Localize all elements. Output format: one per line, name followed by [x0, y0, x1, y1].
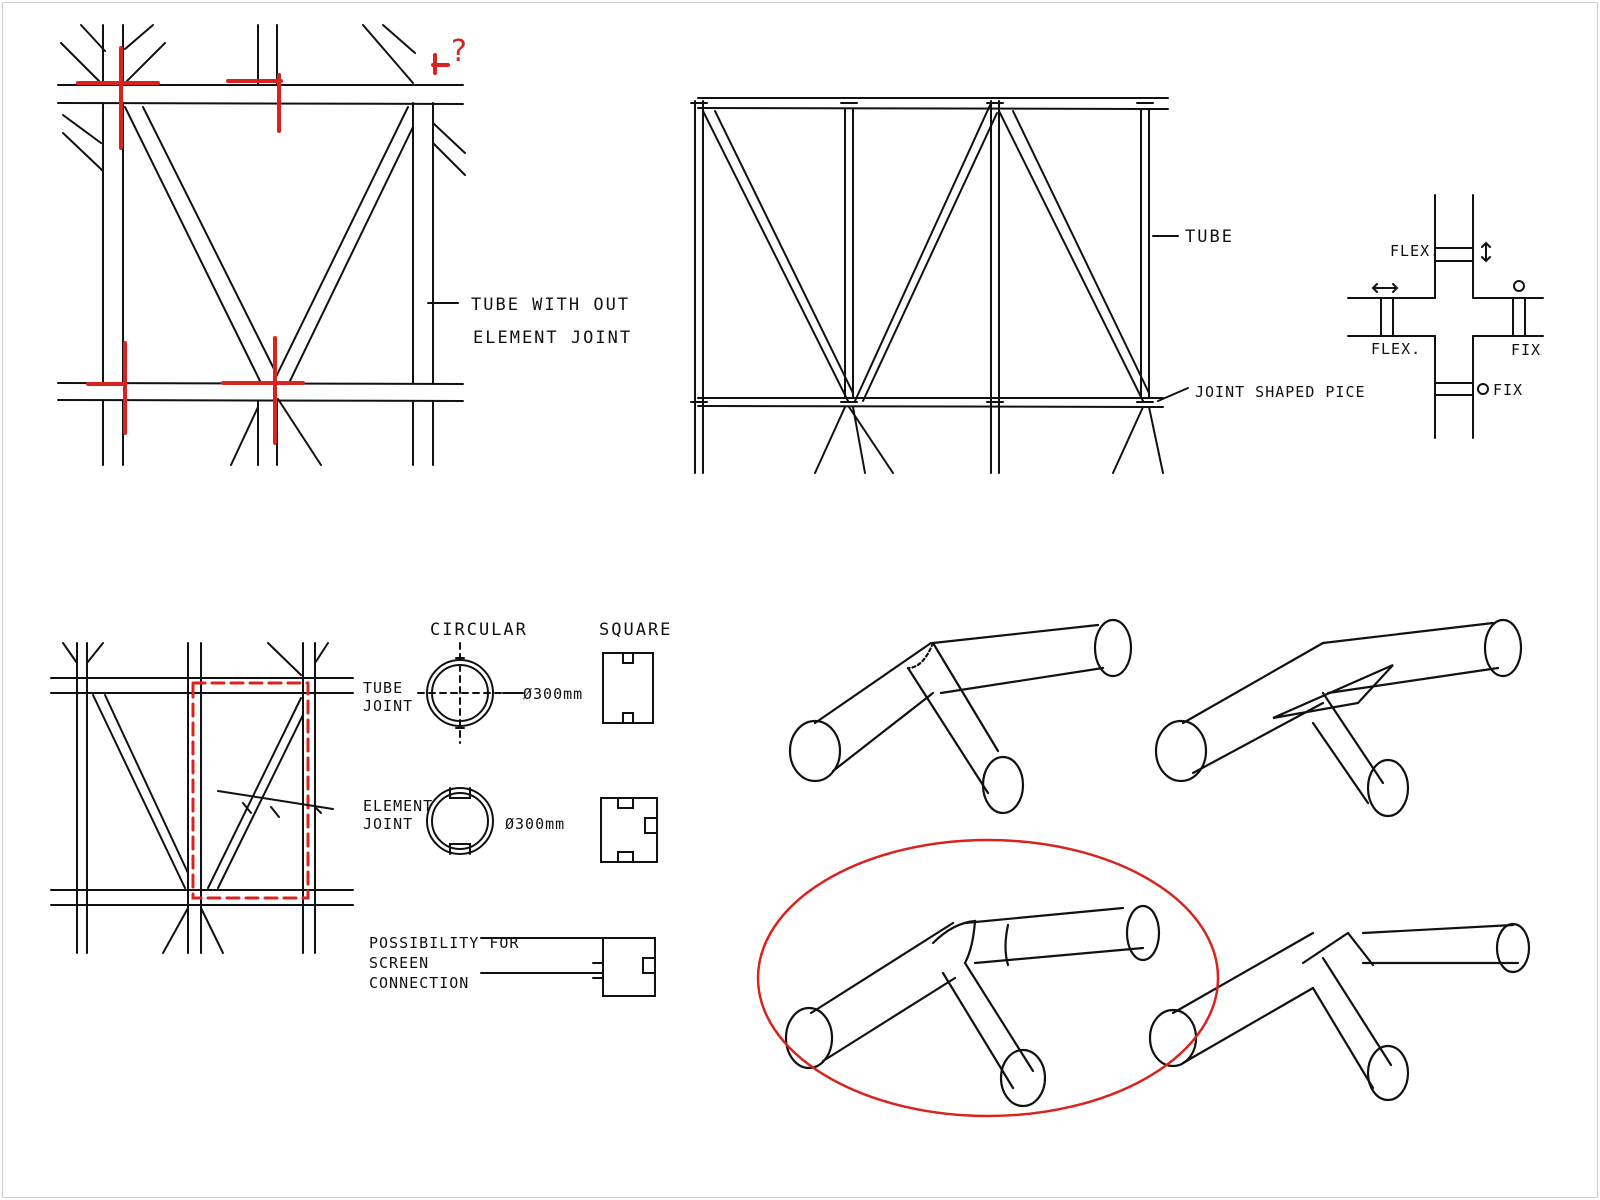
label-tube-joint-2: JOINT — [363, 697, 413, 715]
label-dia-element: Ø300mm — [505, 815, 565, 833]
sketch-flex-fix-joint: FLEX. FLEX. FIX FIX — [1347, 194, 1544, 439]
label-flex-bottom: FLEX. — [1371, 340, 1421, 358]
label-screen-3: CONNECTION — [369, 974, 469, 992]
label-joint-shaped-piece: JOINT SHAPED PICE — [1195, 383, 1366, 401]
label-dia-tube: Ø300mm — [523, 685, 583, 703]
sketch-3d-tube-joints — [756, 618, 1531, 1118]
highlight-ellipse — [756, 838, 1220, 1118]
label-flex-top: FLEX. — [1390, 242, 1440, 260]
label-element-joint-1: ELEMENT — [363, 797, 433, 815]
label-tube-joint-1: TUBE — [363, 679, 403, 697]
sketch-grid-dashed-frame — [50, 642, 354, 954]
label-screen-2: SCREEN — [369, 954, 429, 972]
label-screen-1: POSSIBILITY FOR — [369, 934, 519, 952]
question-mark: ? — [451, 34, 467, 69]
label-square: SQUARE — [599, 620, 672, 640]
tube-joint-study-2 — [1154, 618, 1523, 818]
label-tube-without-joint-2: ELEMENT JOINT — [473, 328, 632, 348]
sketch-joint-sections: CIRCULAR SQUARE TUBE JOINT Ø300mm ELEMEN… — [363, 620, 672, 997]
label-tube: TUBE — [1185, 227, 1234, 247]
label-fix-bottom: FIX — [1493, 381, 1523, 399]
tube-joint-study-3 — [784, 904, 1161, 1108]
tube-joint-study-1 — [788, 618, 1133, 815]
sketch-tube-grid-red-joints: ? TUBE WITH OUT ELEMENT JOINT — [57, 24, 632, 466]
tube-joint-study-4 — [1148, 922, 1531, 1102]
label-circular: CIRCULAR — [430, 620, 528, 640]
label-tube-without-joint-1: TUBE WITH OUT — [471, 295, 630, 315]
label-fix-right: FIX — [1511, 341, 1541, 359]
architectural-sketches: ? TUBE WITH OUT ELEMENT JOINT TUBE JOINT… — [50, 24, 1544, 1118]
sketch-truss-elevation: TUBE JOINT SHAPED PICE — [690, 97, 1366, 474]
label-element-joint-2: JOINT — [363, 815, 413, 833]
